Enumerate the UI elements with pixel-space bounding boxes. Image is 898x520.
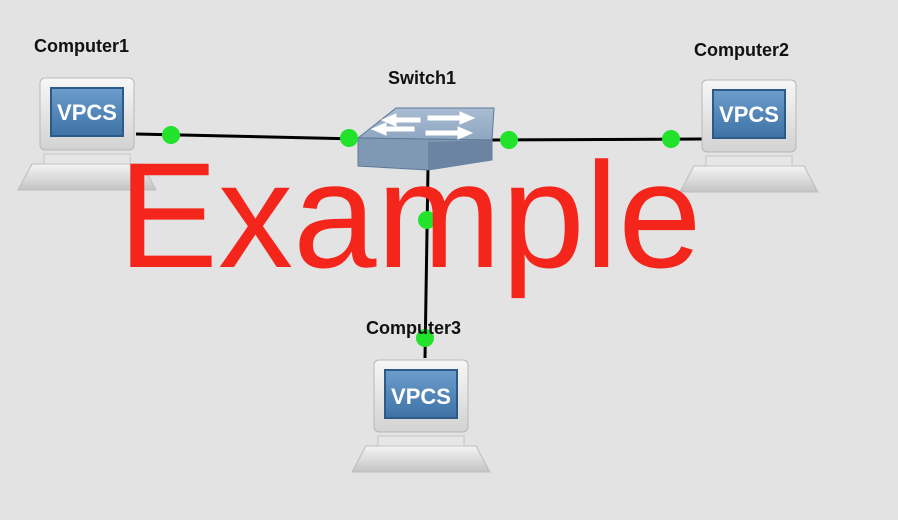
vpcs-computer-icon bbox=[679, 79, 819, 193]
port-status-dot bbox=[162, 126, 180, 144]
node-label-computer3[interactable]: Computer3 bbox=[366, 318, 462, 338]
port-status-dot bbox=[340, 129, 358, 147]
ethernet-switch-icon bbox=[356, 107, 495, 171]
link-switch1-computer3[interactable] bbox=[423, 167, 430, 359]
node-switch1[interactable] bbox=[356, 107, 495, 171]
node-label-computer1[interactable]: Computer1 bbox=[34, 36, 130, 56]
screen-label: VPCS bbox=[719, 102, 779, 127]
vpcs-computer-icon bbox=[17, 77, 157, 191]
vpcs-computer-icon bbox=[351, 359, 491, 473]
port-status-dot bbox=[500, 131, 518, 149]
port-status-dot bbox=[416, 329, 434, 347]
node-computer2[interactable]: VPCS bbox=[679, 79, 819, 193]
node-computer3[interactable]: VPCS bbox=[351, 359, 491, 473]
node-label-computer2[interactable]: Computer2 bbox=[694, 40, 790, 60]
port-status-dot bbox=[662, 130, 680, 148]
screen-label: VPCS bbox=[57, 100, 117, 125]
screen-label: VPCS bbox=[391, 384, 451, 409]
port-status-dot bbox=[418, 211, 436, 229]
port-indicators bbox=[162, 126, 680, 347]
node-computer1[interactable]: VPCS bbox=[17, 77, 157, 191]
node-label-switch1[interactable]: Switch1 bbox=[388, 68, 457, 88]
